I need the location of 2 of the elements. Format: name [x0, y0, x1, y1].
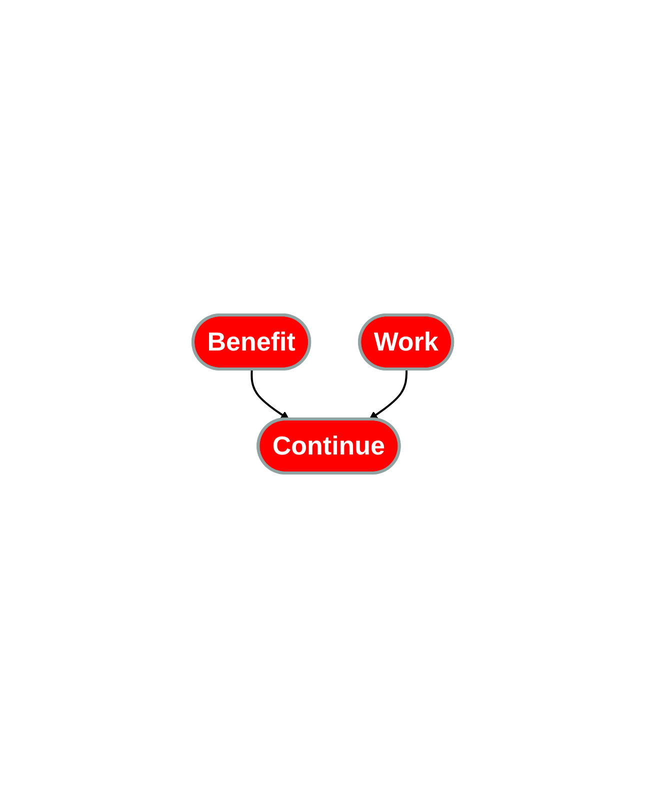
arrow [369, 368, 408, 420]
arrow [250, 368, 290, 420]
